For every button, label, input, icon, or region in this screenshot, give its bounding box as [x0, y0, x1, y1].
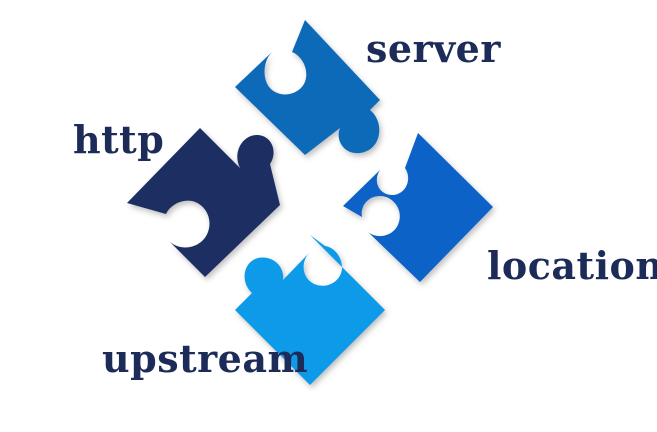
puzzle-piece-http-icon [127, 128, 280, 277]
label-http: http [73, 117, 165, 162]
puzzle-piece-location-icon [343, 133, 493, 282]
label-location: location [487, 243, 657, 288]
puzzle-piece-server-icon [235, 20, 380, 155]
label-server: server [366, 26, 501, 71]
puzzle-piece-upstream-icon [235, 235, 385, 385]
label-upstream: upstream [102, 336, 309, 381]
